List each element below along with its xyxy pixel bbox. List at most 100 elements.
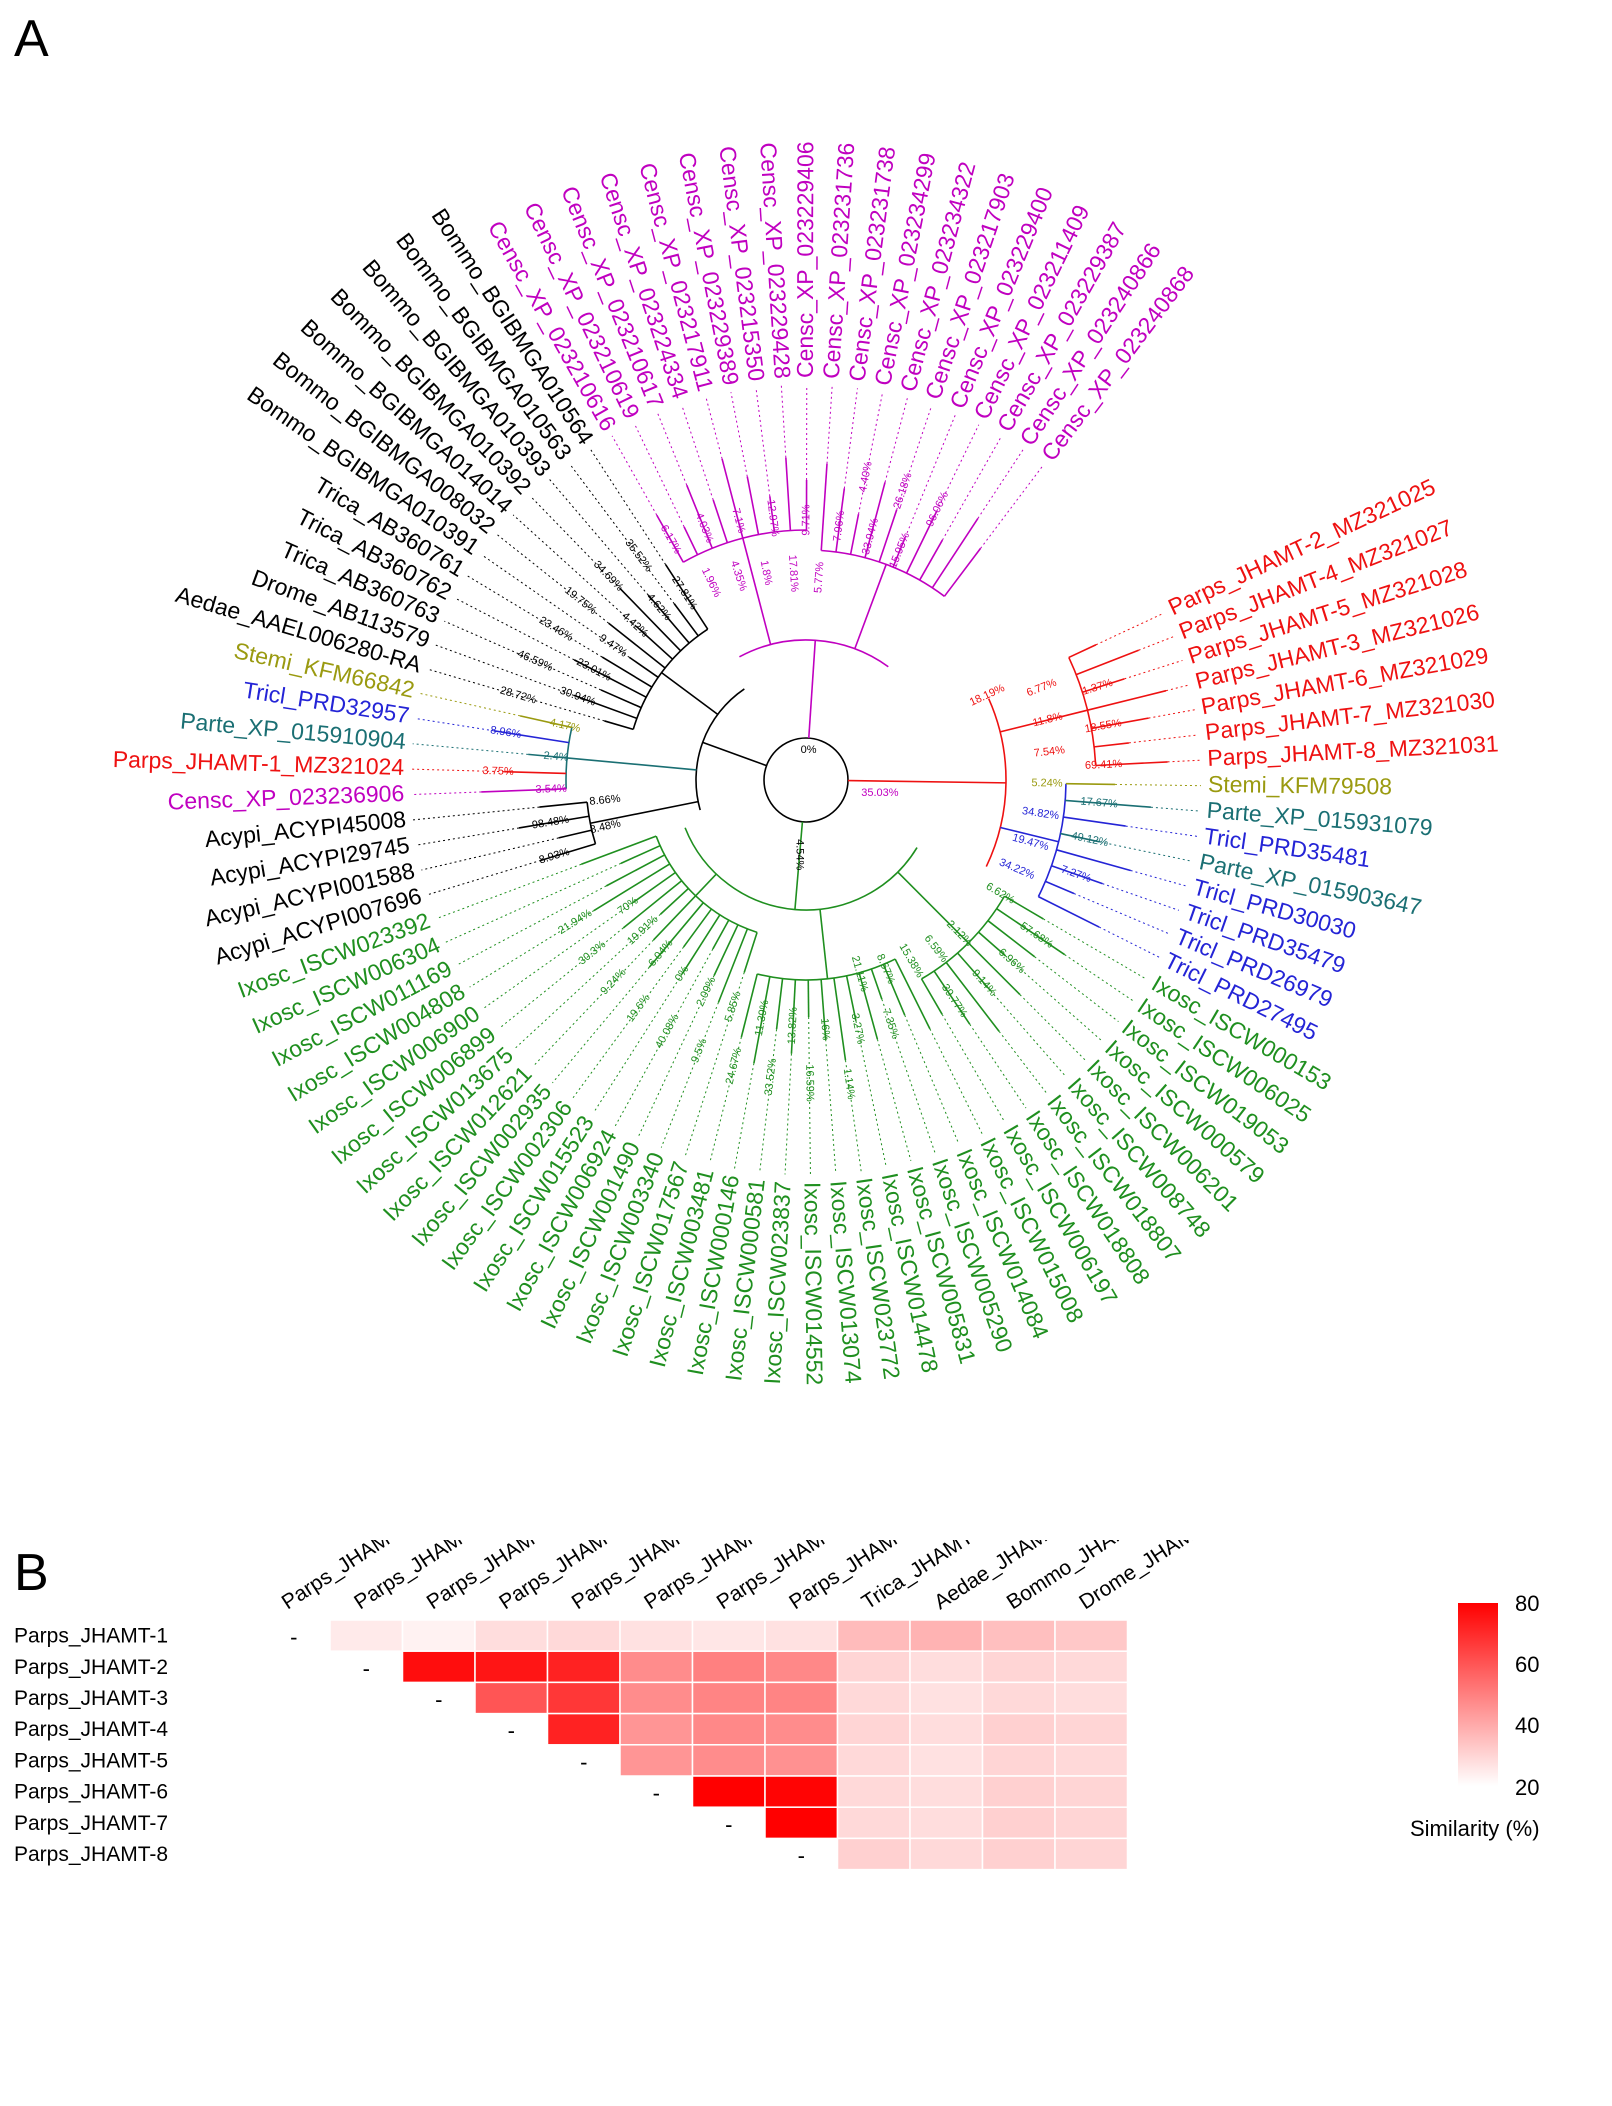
leaf-guide bbox=[684, 972, 745, 1157]
leaf-guide bbox=[936, 424, 980, 512]
heatmap-cell bbox=[474, 1681, 549, 1715]
leaf-branch bbox=[721, 458, 744, 539]
leaf-branch bbox=[519, 715, 572, 729]
leaf-guide bbox=[1138, 635, 1175, 651]
heatmap-cell bbox=[1054, 1681, 1129, 1715]
leaf-branch bbox=[740, 973, 759, 1038]
leaf-branch bbox=[746, 476, 760, 535]
root-branch-label: 35.03% bbox=[861, 787, 899, 799]
heatmap-cell bbox=[764, 1712, 839, 1746]
branch-length-label: 33.94% bbox=[860, 517, 881, 556]
heatmap-diagonal-dash: - bbox=[290, 1625, 297, 1650]
heatmap-cell bbox=[691, 1681, 766, 1715]
clade-stem bbox=[807, 640, 817, 739]
branch-length-label: 2.09% bbox=[694, 975, 718, 1009]
leaf-guide bbox=[1043, 918, 1148, 980]
heatmap-cell bbox=[981, 1650, 1056, 1684]
heatmap-cell bbox=[981, 1619, 1056, 1652]
branch-length-label: 30.94% bbox=[558, 685, 597, 709]
heatmap-cell bbox=[401, 1619, 476, 1652]
branch-length-label: 11.39% bbox=[753, 999, 771, 1037]
heatmap-cell bbox=[546, 1712, 621, 1746]
leaf-branch bbox=[686, 484, 714, 549]
leaf-branch bbox=[1087, 689, 1167, 711]
subclade-arc bbox=[565, 727, 573, 789]
leaf-branch bbox=[833, 977, 847, 1061]
subclade-arc bbox=[757, 958, 896, 981]
leaf-guide bbox=[1165, 684, 1190, 692]
tree-leaf-labels: Parps_JHAMT-2_MZ32102518.19%Parps_JHAMT-… bbox=[112, 141, 1499, 1385]
branch-length-label: 9.71% bbox=[800, 504, 812, 535]
leaf-guide bbox=[496, 533, 610, 624]
leaf-guide bbox=[572, 946, 685, 1099]
leaf-guide bbox=[759, 1029, 778, 1173]
tree-root-circle bbox=[763, 737, 849, 823]
clade-stem bbox=[847, 779, 1006, 784]
leaf-branch bbox=[593, 863, 671, 912]
leaf-branch bbox=[481, 788, 567, 793]
leaf-guide bbox=[977, 449, 1024, 519]
subclade-stem bbox=[661, 671, 719, 716]
branch-length-label: 11.8% bbox=[1031, 710, 1064, 729]
branch-length-label: 17.81% bbox=[786, 554, 800, 592]
heatmap-cell bbox=[909, 1837, 984, 1871]
heatmap-cell bbox=[981, 1806, 1056, 1840]
branch-length-label: 19.75% bbox=[562, 584, 599, 617]
branch-length-label: 5.85% bbox=[723, 990, 744, 1024]
leaf-guide bbox=[730, 392, 748, 477]
leaf-label: Censc_XP_023229406 bbox=[792, 141, 818, 378]
branch-length-label: 17.67% bbox=[1080, 796, 1118, 811]
leaf-branch bbox=[713, 924, 739, 976]
leaf-branch bbox=[933, 970, 971, 1025]
heatmap-diagonal-dash: - bbox=[798, 1843, 805, 1868]
heatmap-cell bbox=[401, 1650, 476, 1684]
leaf-guide bbox=[456, 885, 607, 966]
branch-length-label: 2.12% bbox=[944, 918, 975, 949]
leaf-branch bbox=[528, 753, 568, 759]
leaf-guide bbox=[1073, 893, 1170, 935]
leaf-guide bbox=[660, 1002, 719, 1148]
leaf-branch bbox=[785, 457, 792, 531]
heatmap-cell bbox=[546, 1650, 621, 1684]
leaf-guide bbox=[1114, 783, 1201, 787]
clade-stem bbox=[702, 741, 767, 767]
subclade-stem bbox=[742, 537, 772, 645]
branch-length-label: 16% bbox=[818, 1018, 832, 1041]
leaf-guide bbox=[705, 397, 723, 459]
leaf-guide bbox=[904, 414, 956, 538]
leaf-guide bbox=[755, 388, 771, 497]
heatmap-cell bbox=[474, 1619, 549, 1652]
branch-length-label: 23.46% bbox=[537, 614, 575, 644]
leaf-guide bbox=[1124, 659, 1183, 680]
leaf-guide bbox=[929, 1028, 983, 1134]
heatmap-cells: -------- bbox=[290, 1619, 1129, 1871]
clade-stem bbox=[794, 821, 804, 910]
similarity-heatmap: B Parps_JHAMT-1Parps_JHAMT-2Parps_JHAMT-… bbox=[14, 1540, 1540, 1871]
heatmap-cell bbox=[764, 1744, 839, 1777]
leaf-branch bbox=[580, 835, 657, 866]
leaf-guide bbox=[826, 385, 833, 464]
subclade-arc bbox=[921, 895, 1006, 980]
heatmap-diagonal-dash: - bbox=[580, 1749, 587, 1774]
leaf-guide bbox=[1130, 870, 1187, 887]
leaf-branch bbox=[1065, 799, 1151, 809]
heatmap-row-labels: Parps_JHAMT-1Parps_JHAMT-2Parps_JHAMT-3P… bbox=[14, 1625, 168, 1866]
branch-length-label: 8.96% bbox=[489, 724, 522, 741]
subclade-arc bbox=[821, 549, 945, 597]
leaf-branch bbox=[870, 968, 883, 1000]
leaf-branch bbox=[647, 594, 690, 644]
leaf-branch bbox=[894, 958, 931, 1030]
colorbar-tick-40: 40 bbox=[1515, 1713, 1539, 1738]
branch-length-label: 28.72% bbox=[499, 685, 538, 707]
heatmap-cell bbox=[981, 1712, 1056, 1746]
leaf-guide bbox=[1102, 883, 1180, 911]
branch-length-label: 4.35% bbox=[728, 559, 749, 593]
leaf-guide bbox=[780, 385, 787, 458]
branch-length-label: 34.22% bbox=[997, 856, 1036, 882]
leaf-guide bbox=[734, 1063, 755, 1169]
branch-length-label: 12.97% bbox=[764, 499, 781, 538]
leaf-branch bbox=[1045, 880, 1075, 895]
leaf-guide bbox=[427, 859, 542, 896]
leaf-guide bbox=[784, 1053, 792, 1175]
heatmap-row-label: Parps_JHAMT-1 bbox=[14, 1625, 168, 1648]
